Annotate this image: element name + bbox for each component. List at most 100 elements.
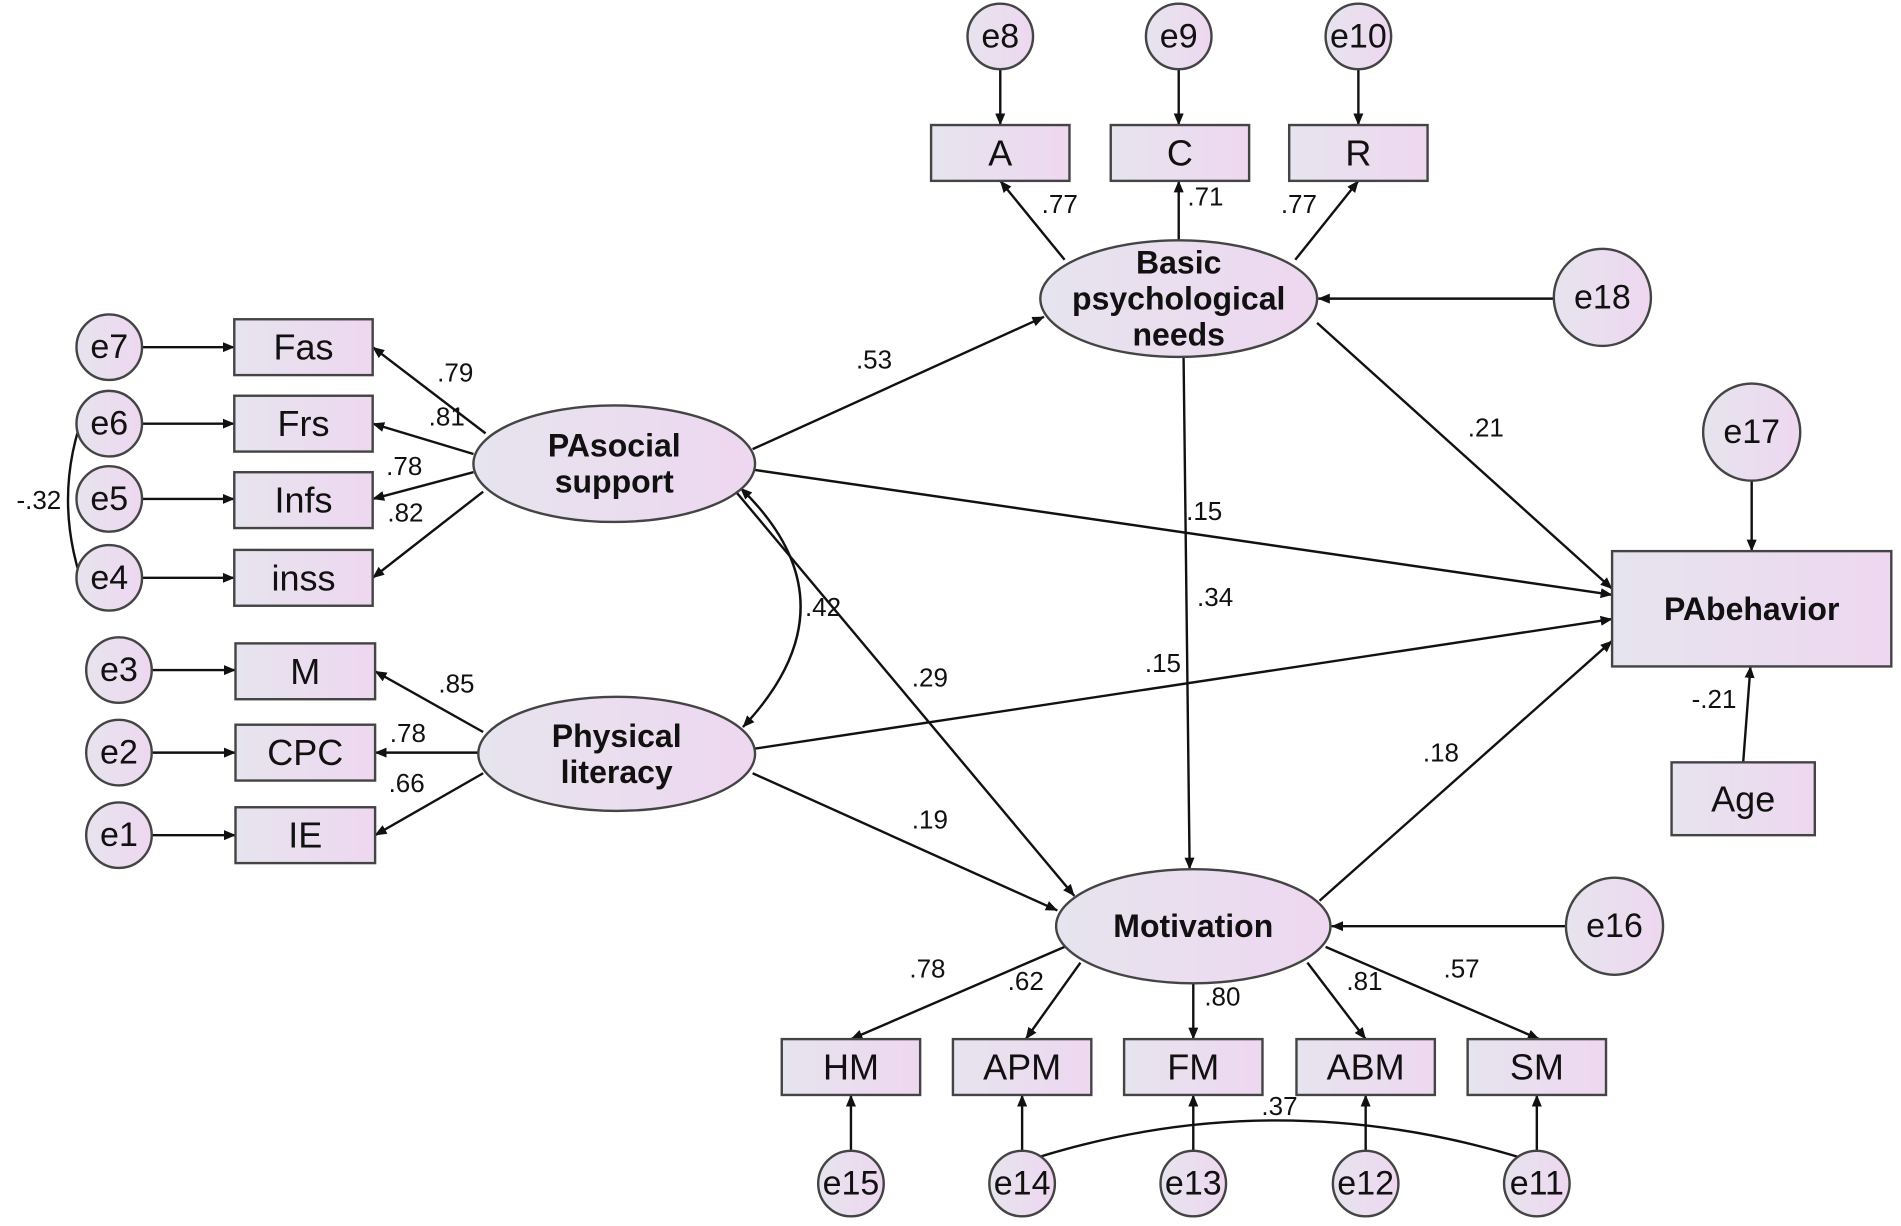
node-label-line: e2 xyxy=(100,734,138,772)
observed-box xyxy=(1466,1037,1608,1097)
error-e14: e14 xyxy=(988,1149,1057,1218)
error-e13: e13 xyxy=(1159,1149,1228,1218)
observed-box xyxy=(1287,123,1429,183)
error-e8: e8 xyxy=(966,2,1035,71)
nodes-layer: BasicpsychologicalneedsPAsocialsupportPh… xyxy=(75,2,1893,1218)
error-circle xyxy=(1502,1149,1571,1218)
coefficient-pas-mot: .29 xyxy=(912,662,948,692)
node-label-line: e4 xyxy=(90,559,128,597)
node-label-line: CPC xyxy=(267,732,343,773)
node-label-line: Frs xyxy=(277,403,329,444)
node-label-line: PAbehavior xyxy=(1664,591,1839,627)
node-label-line: e12 xyxy=(1337,1165,1394,1203)
node-label-line: inss xyxy=(271,557,335,598)
error-circle xyxy=(1159,1149,1228,1218)
observed-box xyxy=(780,1037,922,1097)
node-label-line: Basic xyxy=(1136,245,1221,281)
node-label-line: C xyxy=(1167,132,1193,173)
observed-infs: Infs xyxy=(233,471,374,530)
observed-cpc: CPC xyxy=(234,723,377,782)
error-e18: e18 xyxy=(1552,247,1653,348)
observed-sm: SM xyxy=(1466,1037,1608,1097)
coefficient-bpn-R: .77 xyxy=(1281,189,1317,219)
observed-box xyxy=(233,471,374,530)
coefficient-pl-CPC: .78 xyxy=(390,718,426,748)
node-label-line: e13 xyxy=(1165,1165,1222,1203)
node-label-line: HM xyxy=(823,1047,879,1088)
error-circle xyxy=(75,543,144,612)
error-e12: e12 xyxy=(1331,1149,1400,1218)
observed-frs: Frs xyxy=(233,394,374,453)
coefficient-bpn-mot: .34 xyxy=(1197,582,1233,612)
error-circle xyxy=(1552,247,1653,348)
coefficient-mot-ABM: .81 xyxy=(1346,966,1382,996)
observed-age: Age xyxy=(1670,761,1817,837)
path-arrow xyxy=(374,772,484,837)
error-circle xyxy=(1701,382,1802,482)
node-label-line: Motivation xyxy=(1113,908,1273,944)
node-label-line: ABM xyxy=(1327,1047,1405,1088)
coefficient-pas-Fas: .79 xyxy=(437,358,473,388)
node-label-line: e3 xyxy=(100,651,138,689)
error-circle xyxy=(84,718,153,787)
path-arrow xyxy=(1318,640,1613,902)
path-arrow xyxy=(371,346,487,435)
coefficient-pl-mot: .19 xyxy=(912,804,948,834)
observed-box xyxy=(1670,761,1817,837)
error-circle xyxy=(1144,2,1213,71)
coefficient-pas-Infs: .78 xyxy=(386,451,422,481)
observed-m: M xyxy=(234,642,377,701)
error-circle xyxy=(84,636,153,705)
coefficient-bpn-A: .77 xyxy=(1042,189,1078,219)
node-label-line: SM xyxy=(1510,1047,1564,1088)
coefficient-mot-HM: .78 xyxy=(909,954,945,984)
node-label-line: e5 xyxy=(90,480,128,518)
node-label-line: M xyxy=(290,651,320,692)
coefficient-bpn-PAb: .21 xyxy=(1468,412,1504,442)
coefficient-pas-inss: .82 xyxy=(387,497,423,527)
node-label-line: e10 xyxy=(1330,17,1387,55)
node-label-line: e11 xyxy=(1510,1165,1564,1203)
error-e7: e7 xyxy=(75,313,144,382)
node-label-line: e15 xyxy=(823,1165,880,1203)
observed-box xyxy=(233,548,374,607)
observed-inss: inss xyxy=(233,548,374,607)
coefficient-pas-bpn: .53 xyxy=(856,344,892,374)
edges-layer xyxy=(66,69,1757,1174)
node-label-line: Fas xyxy=(273,327,333,368)
observed-hm: HM xyxy=(780,1037,922,1097)
node-label-line: psychological xyxy=(1072,281,1285,317)
coefficient-pas-PAb: .15 xyxy=(1186,496,1222,526)
node-label-line: A xyxy=(988,132,1012,173)
node-label-line: literacy xyxy=(561,754,673,790)
observed-box xyxy=(929,123,1071,183)
coefficient-labels-layer: .77.71.77.79.81.78.82-.32.85.78.66.53.21… xyxy=(16,182,1736,1121)
path-arrow xyxy=(729,484,1076,897)
coefficient-pl-IE: .66 xyxy=(389,768,425,798)
node-label-line: R xyxy=(1345,132,1371,173)
error-e17: e17 xyxy=(1701,382,1802,482)
coefficient-mot-FM: .80 xyxy=(1204,982,1240,1012)
path-arrow xyxy=(752,772,1058,912)
path-arrow xyxy=(850,945,1066,1041)
observed-fm: FM xyxy=(1122,1037,1264,1097)
node-label-line: e7 xyxy=(90,328,128,366)
path-arrow xyxy=(1024,961,1082,1040)
path-arrow xyxy=(752,315,1045,451)
node-label-line: Infs xyxy=(274,480,332,521)
path-arrow xyxy=(1294,180,1360,261)
error-circle xyxy=(988,1149,1057,1218)
node-label-line: FM xyxy=(1167,1047,1219,1088)
node-label-line: e14 xyxy=(994,1165,1051,1203)
error-circle xyxy=(816,1149,885,1218)
coefficient-mot-PAb: .18 xyxy=(1423,738,1459,768)
covariance-arrow xyxy=(992,1119,1567,1174)
observed-box xyxy=(1610,549,1893,668)
error-circle xyxy=(1564,876,1665,976)
path-arrow xyxy=(371,490,484,579)
error-circle xyxy=(1331,1149,1400,1218)
path-arrow xyxy=(753,468,1613,599)
error-circle xyxy=(75,313,144,382)
